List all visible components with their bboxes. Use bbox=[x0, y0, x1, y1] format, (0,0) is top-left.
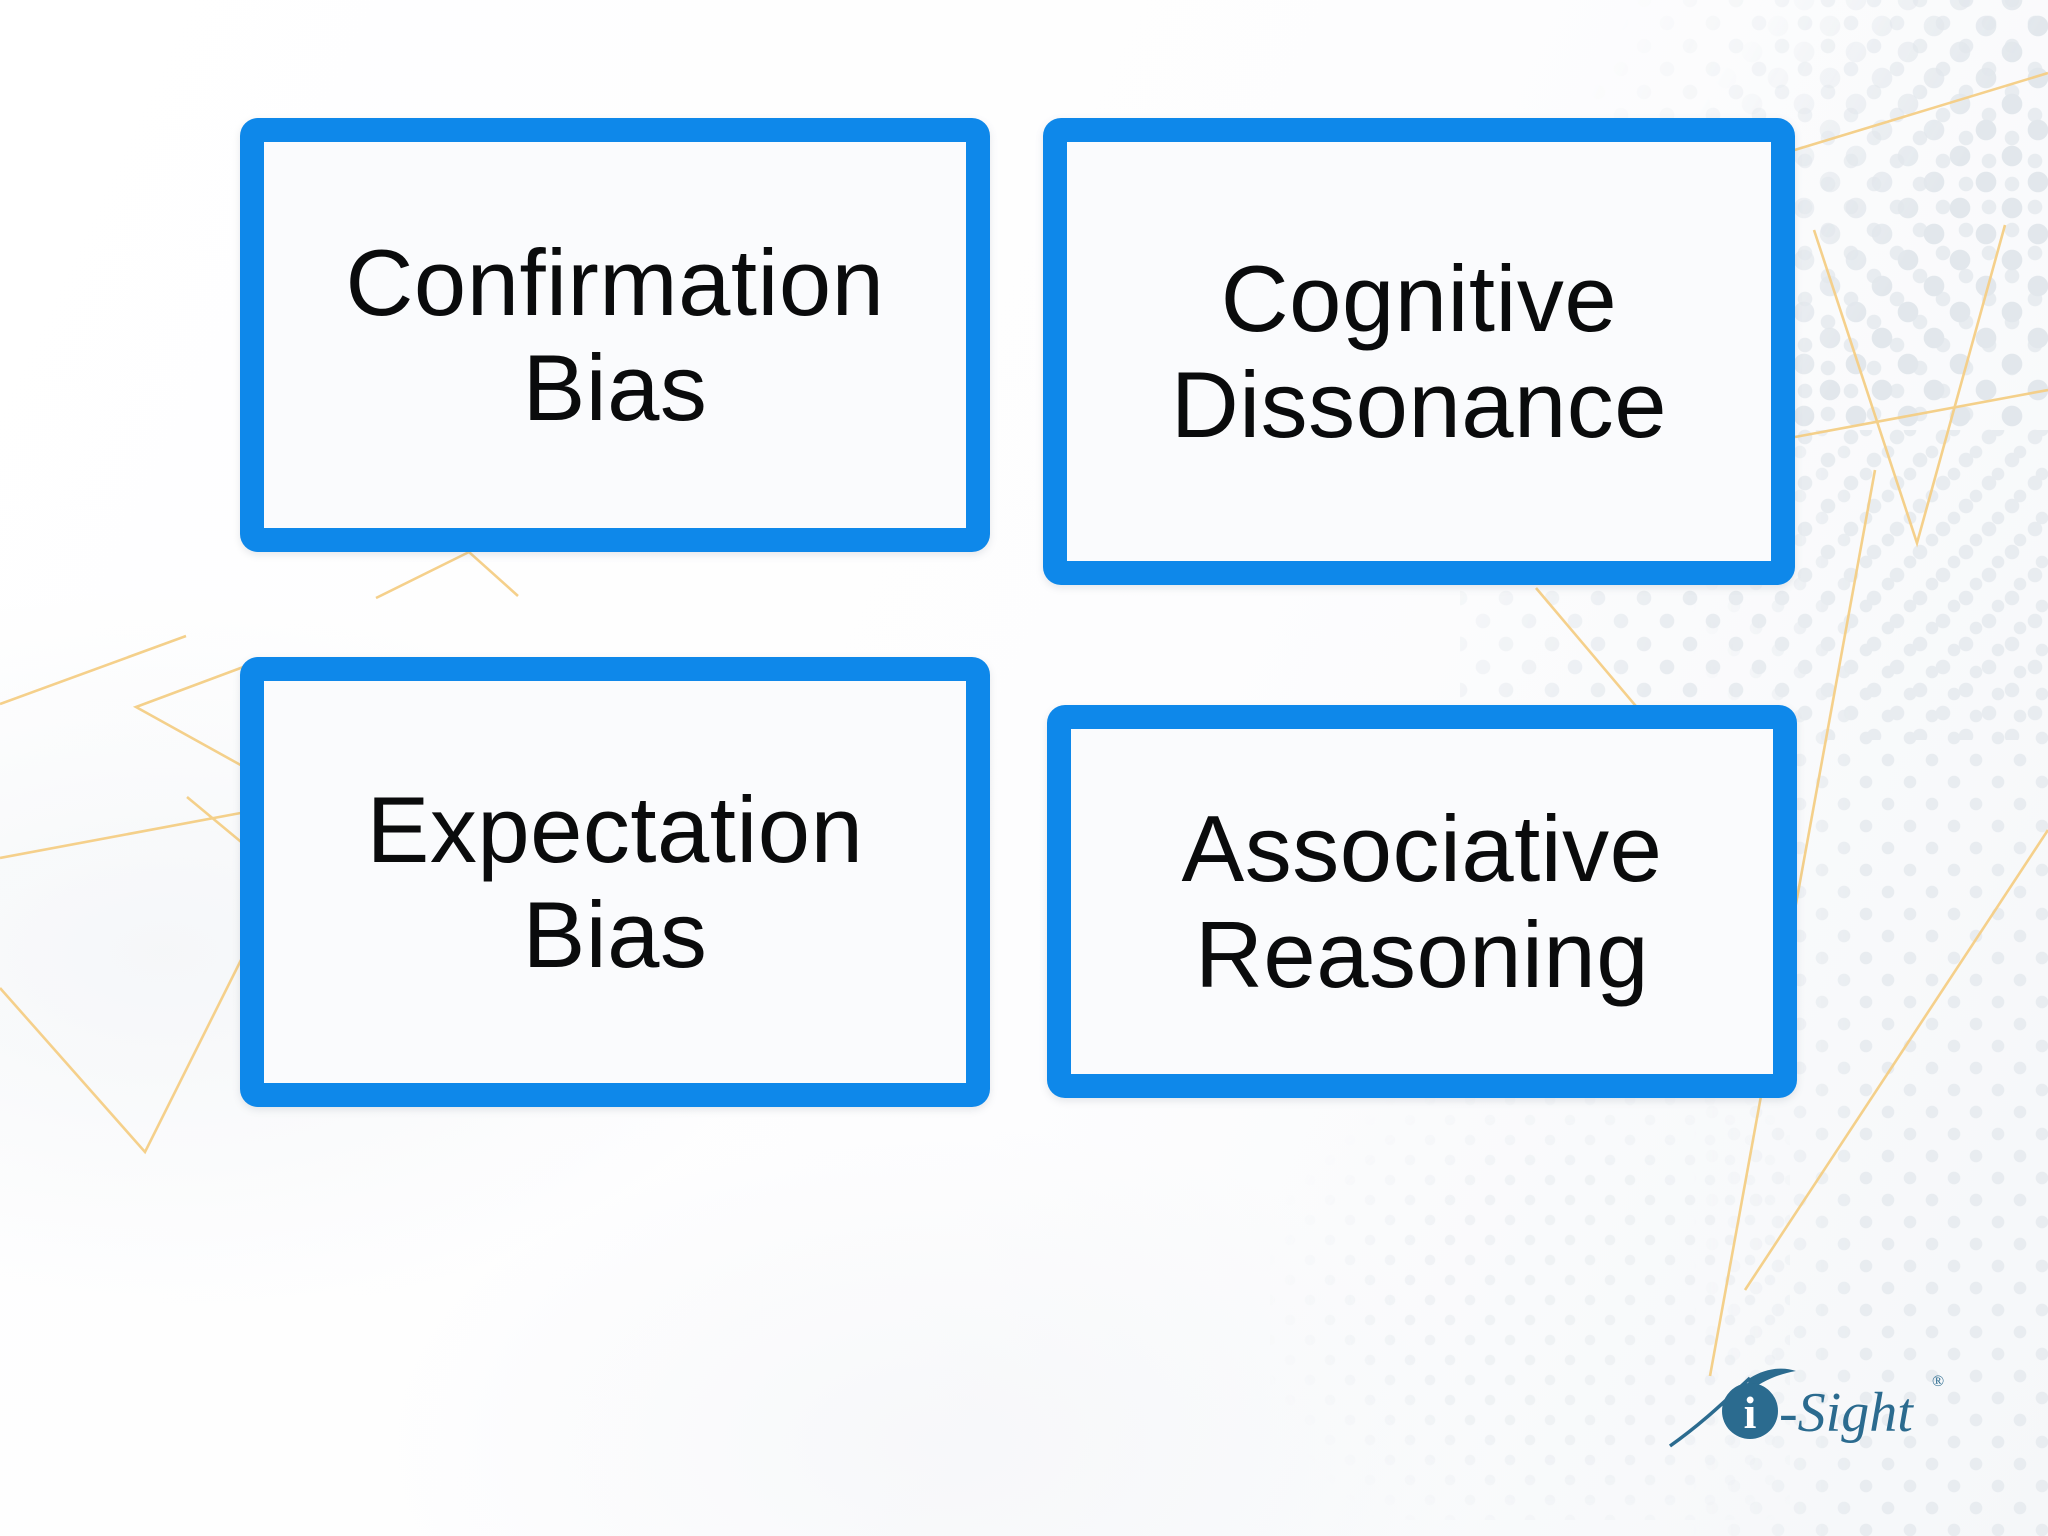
card-associative-reasoning: Associative Reasoning bbox=[1047, 705, 1797, 1098]
card-label-line: Expectation bbox=[366, 776, 864, 882]
card-label-line: Associative bbox=[1181, 796, 1663, 902]
logo-wordmark: -Sight bbox=[1779, 1382, 1914, 1444]
card-label-line: Cognitive bbox=[1220, 246, 1618, 352]
card-confirmation-bias: Confirmation Bias bbox=[240, 118, 990, 552]
i-sight-logo: i -Sight ® bbox=[1666, 1358, 1966, 1468]
card-cognitive-dissonance: Cognitive Dissonance bbox=[1043, 118, 1795, 585]
card-expectation-bias: Expectation Bias bbox=[240, 657, 990, 1107]
logo-swoosh-wedge-icon bbox=[1746, 1368, 1796, 1393]
logo-registered-mark: ® bbox=[1932, 1373, 1944, 1390]
card-label-line: Dissonance bbox=[1170, 351, 1668, 457]
card-label-line: Reasoning bbox=[1195, 901, 1649, 1007]
logo-i-circle-icon bbox=[1722, 1383, 1778, 1439]
i-sight-logo-graphic: i -Sight ® bbox=[1668, 1368, 1944, 1448]
card-label-line: Confirmation bbox=[345, 229, 885, 335]
card-label-line: Bias bbox=[522, 335, 708, 440]
logo-i-letter: i bbox=[1744, 1387, 1757, 1438]
card-label-line: Bias bbox=[522, 882, 708, 987]
